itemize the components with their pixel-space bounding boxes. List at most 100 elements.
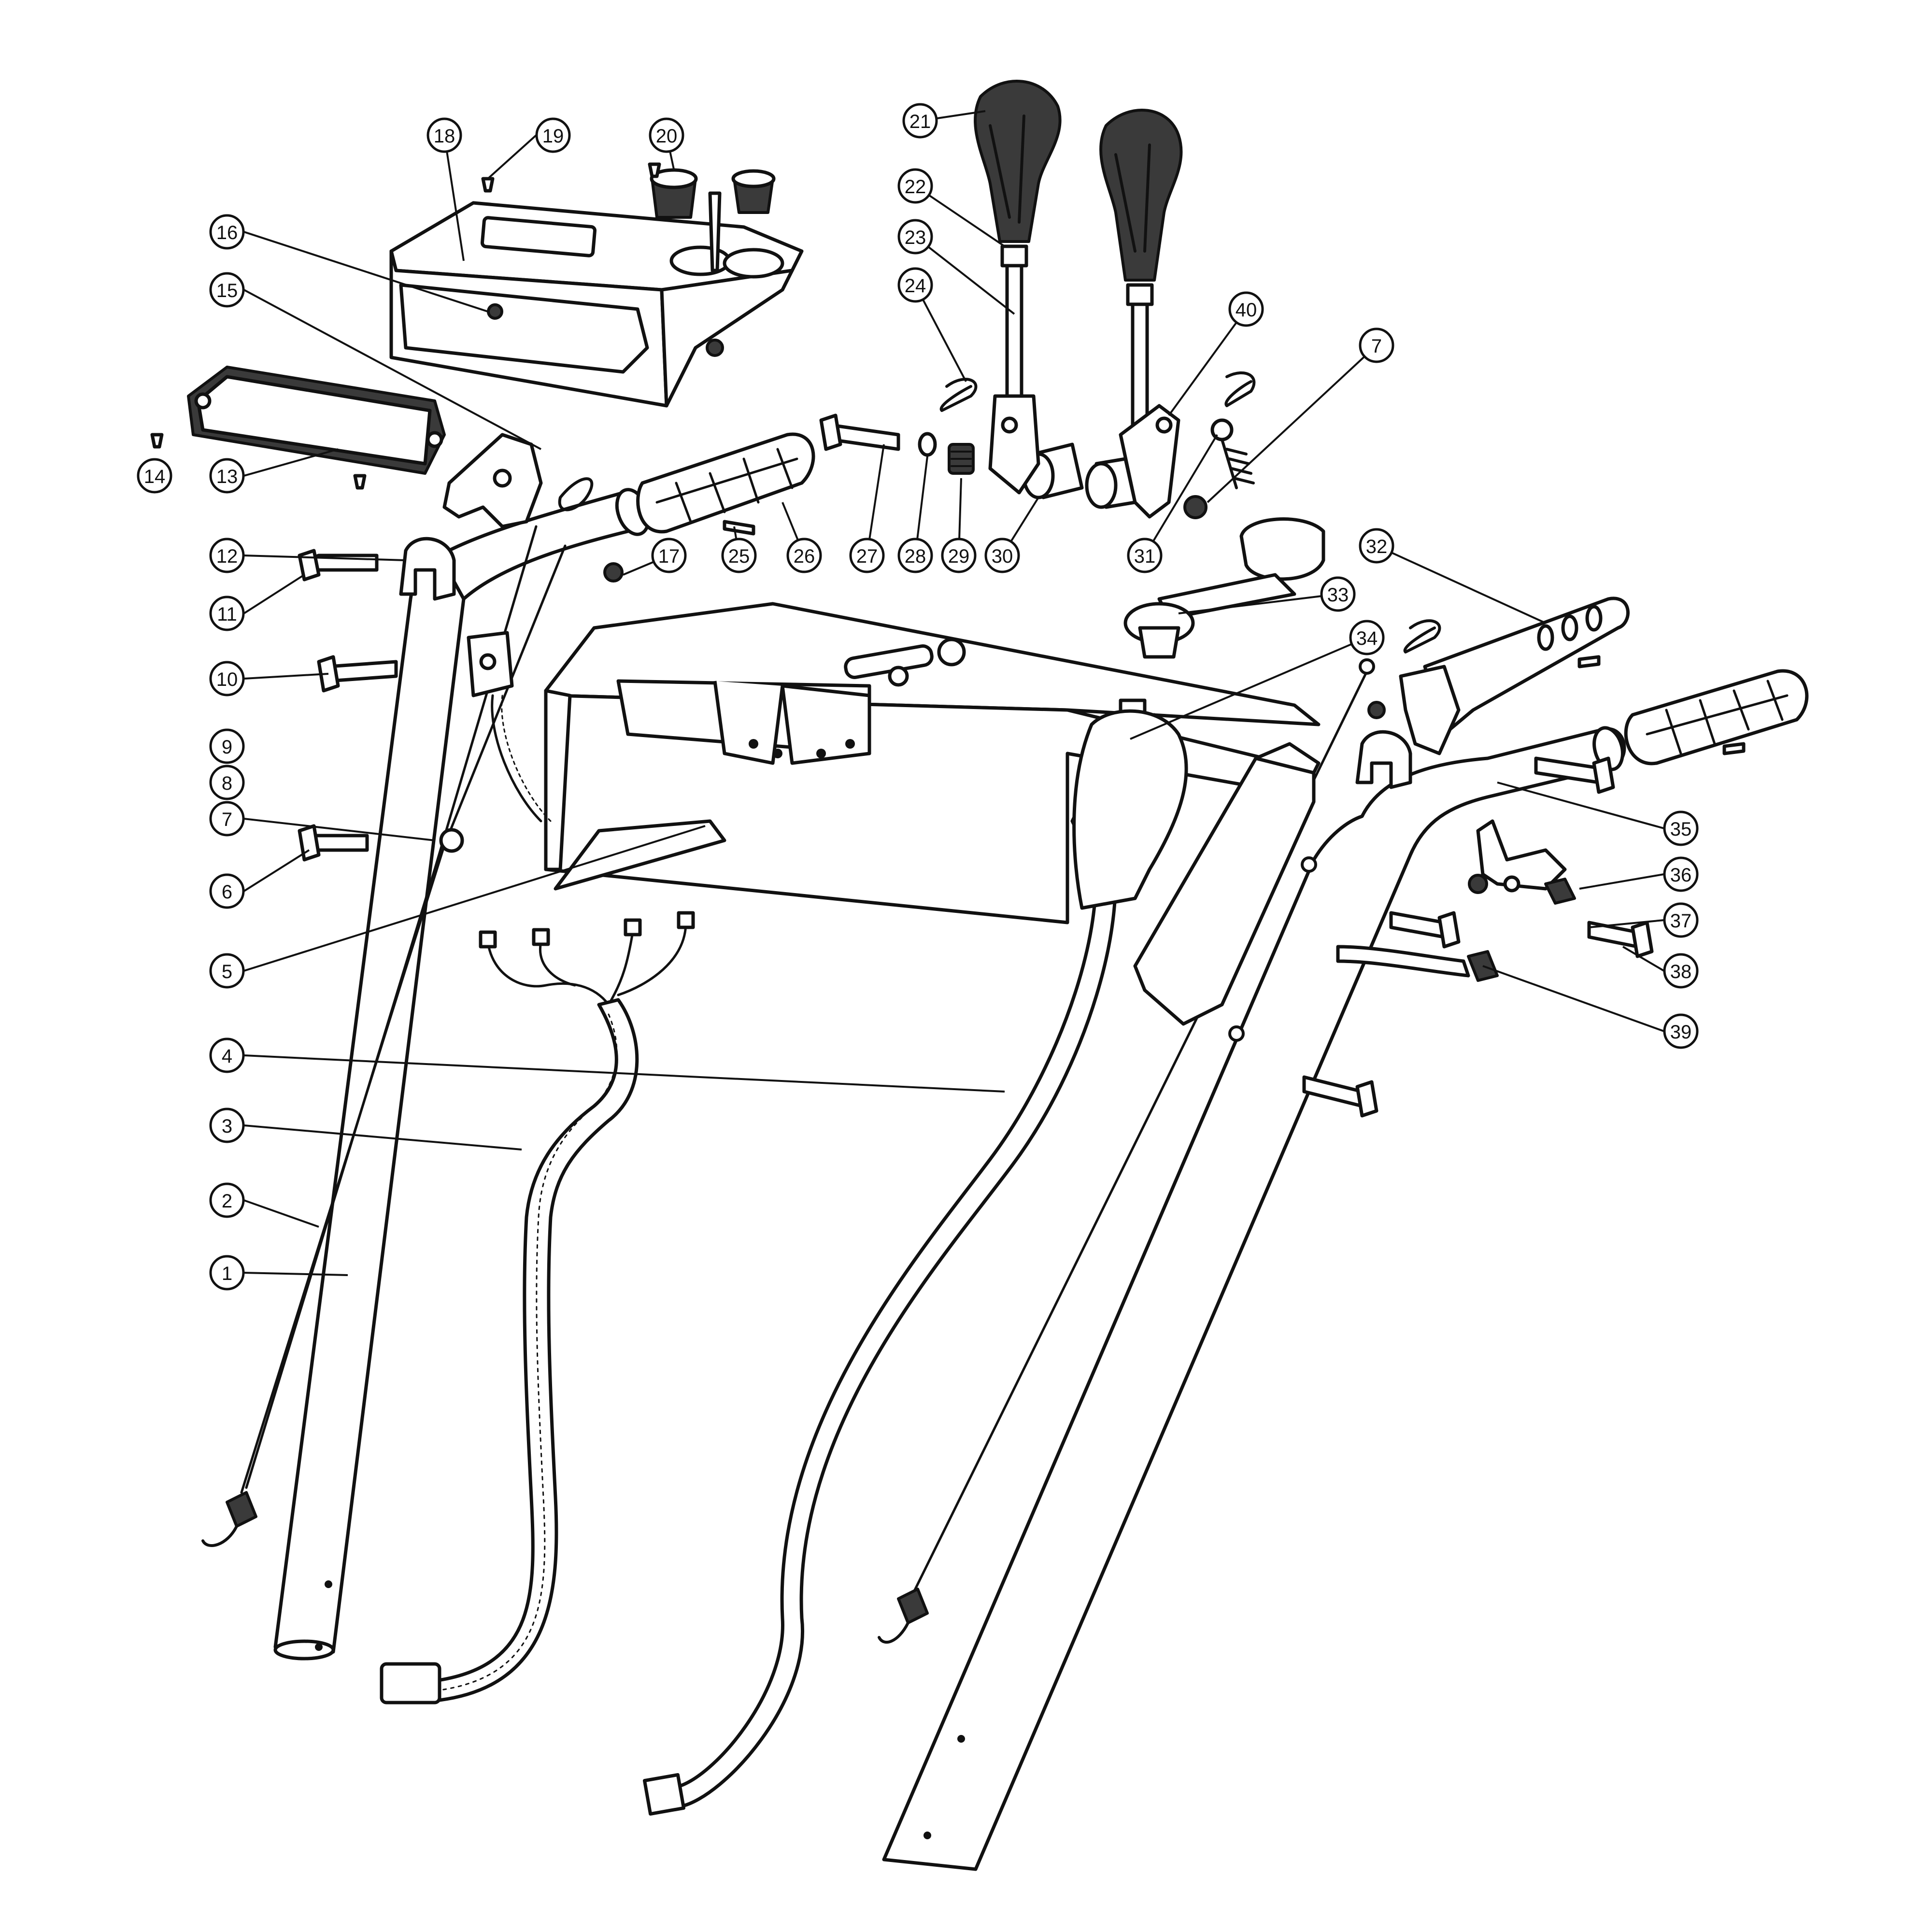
callout-circle xyxy=(1663,1013,1699,1049)
handle-clip-right xyxy=(1355,730,1412,789)
callout-number: 11 xyxy=(217,604,237,625)
screw-right-handle xyxy=(1577,655,1601,668)
callout-circle xyxy=(721,538,757,573)
callout-6: 6 xyxy=(209,873,245,909)
callout-number: 15 xyxy=(216,280,238,301)
callout-number: 6 xyxy=(222,881,232,903)
callout-35: 35 xyxy=(1663,810,1699,846)
callout-circle xyxy=(1663,810,1699,846)
callout-number: 28 xyxy=(905,546,926,567)
headlight-bracket xyxy=(442,433,543,528)
control-console xyxy=(389,201,804,408)
right-lever-bracket xyxy=(1399,597,1630,755)
callout-number: 36 xyxy=(1670,865,1692,886)
spring-29 xyxy=(948,443,975,475)
callout-circle xyxy=(209,765,245,800)
chute-bracket-37 xyxy=(1468,819,1654,958)
callout-number: 34 xyxy=(1356,628,1378,649)
screw-25 xyxy=(723,520,755,536)
callout-34: 34 xyxy=(1349,620,1385,655)
callout-2: 2 xyxy=(209,1182,245,1218)
callout-number: 27 xyxy=(856,546,878,567)
callout-number: 40 xyxy=(1236,299,1257,321)
handle-clip xyxy=(399,537,456,601)
callout-number: 20 xyxy=(656,126,678,147)
callout-26: 26 xyxy=(786,538,822,573)
callout-circle xyxy=(209,873,245,909)
bolt-lower-right xyxy=(1302,1075,1378,1118)
headlight xyxy=(187,366,446,475)
callout-30: 30 xyxy=(984,538,1020,573)
callout-17: 17 xyxy=(651,538,687,573)
callout-32: 32 xyxy=(1359,528,1394,564)
bolt-6 xyxy=(298,824,369,862)
callout-circle xyxy=(209,801,245,837)
wiring-harness xyxy=(380,911,695,1705)
bolt-left-of-37 xyxy=(1389,911,1461,949)
callout-circle xyxy=(1663,856,1699,892)
callout-circle xyxy=(209,596,245,631)
callout-circle xyxy=(941,538,977,573)
nut-right-handle xyxy=(1367,701,1386,719)
bushings-30 xyxy=(1022,442,1137,509)
callout-number: 39 xyxy=(1670,1022,1692,1043)
hand-grip-left xyxy=(636,432,815,534)
callout-number: 24 xyxy=(905,275,926,297)
callout-number: 5 xyxy=(222,961,232,982)
callout-19: 19 xyxy=(535,117,571,153)
cable-bracket-left xyxy=(467,631,552,823)
screw-console-right xyxy=(708,191,722,272)
spring-31 xyxy=(1183,418,1255,519)
callout-18: 18 xyxy=(426,117,462,153)
bolt-35 xyxy=(1534,756,1615,794)
callout-4: 4 xyxy=(209,1037,245,1073)
callout-23: 23 xyxy=(897,219,933,255)
callout-number: 9 xyxy=(222,737,232,758)
callout-21: 21 xyxy=(902,103,938,139)
callout-circle xyxy=(209,214,245,250)
screw-right-grip xyxy=(1722,742,1746,755)
nut-17 xyxy=(603,562,624,582)
callout-number: 25 xyxy=(728,546,750,567)
callout-circle xyxy=(1663,953,1699,989)
callout-circle xyxy=(1228,291,1264,327)
callout-number: 32 xyxy=(1366,536,1388,557)
callout-number: 22 xyxy=(905,176,926,198)
callout-13: 13 xyxy=(209,458,245,494)
callout-29: 29 xyxy=(941,538,977,573)
callout-circle xyxy=(137,458,172,494)
callout-number: 8 xyxy=(222,773,232,794)
callout-1: 1 xyxy=(209,1255,245,1291)
screw-14 xyxy=(150,433,164,449)
callout-circle xyxy=(1349,620,1385,655)
callout-number: 10 xyxy=(216,669,238,690)
callout-circle xyxy=(1320,576,1356,612)
callout-number: 38 xyxy=(1670,961,1692,982)
hair-pin-right xyxy=(1224,371,1256,407)
screw-19 xyxy=(481,177,495,193)
callout-number: 3 xyxy=(222,1116,232,1137)
callout-37: 37 xyxy=(1663,902,1699,938)
callout-circle xyxy=(209,1108,245,1143)
cable-39 xyxy=(1336,945,1499,982)
callout-circle xyxy=(209,1182,245,1218)
callout-40: 40 xyxy=(1228,291,1264,327)
shift-lever-right xyxy=(1099,109,1183,519)
callout-circle xyxy=(535,117,571,153)
callout-number: 37 xyxy=(1670,910,1692,932)
callout-number: 16 xyxy=(216,222,238,243)
callout-circle xyxy=(209,953,245,989)
callout-14: 14 xyxy=(137,458,172,494)
callout-16: 16 xyxy=(209,214,245,250)
callout-circle xyxy=(209,538,245,573)
callout-38: 38 xyxy=(1663,953,1699,989)
callout-3: 3 xyxy=(209,1108,245,1143)
callout-number: 33 xyxy=(1327,584,1349,606)
callout-circle xyxy=(649,117,684,153)
screw-13 xyxy=(353,474,367,490)
shift-lever-left xyxy=(974,80,1062,495)
hand-grip-right xyxy=(1624,669,1809,766)
callout-number: 30 xyxy=(992,546,1013,567)
